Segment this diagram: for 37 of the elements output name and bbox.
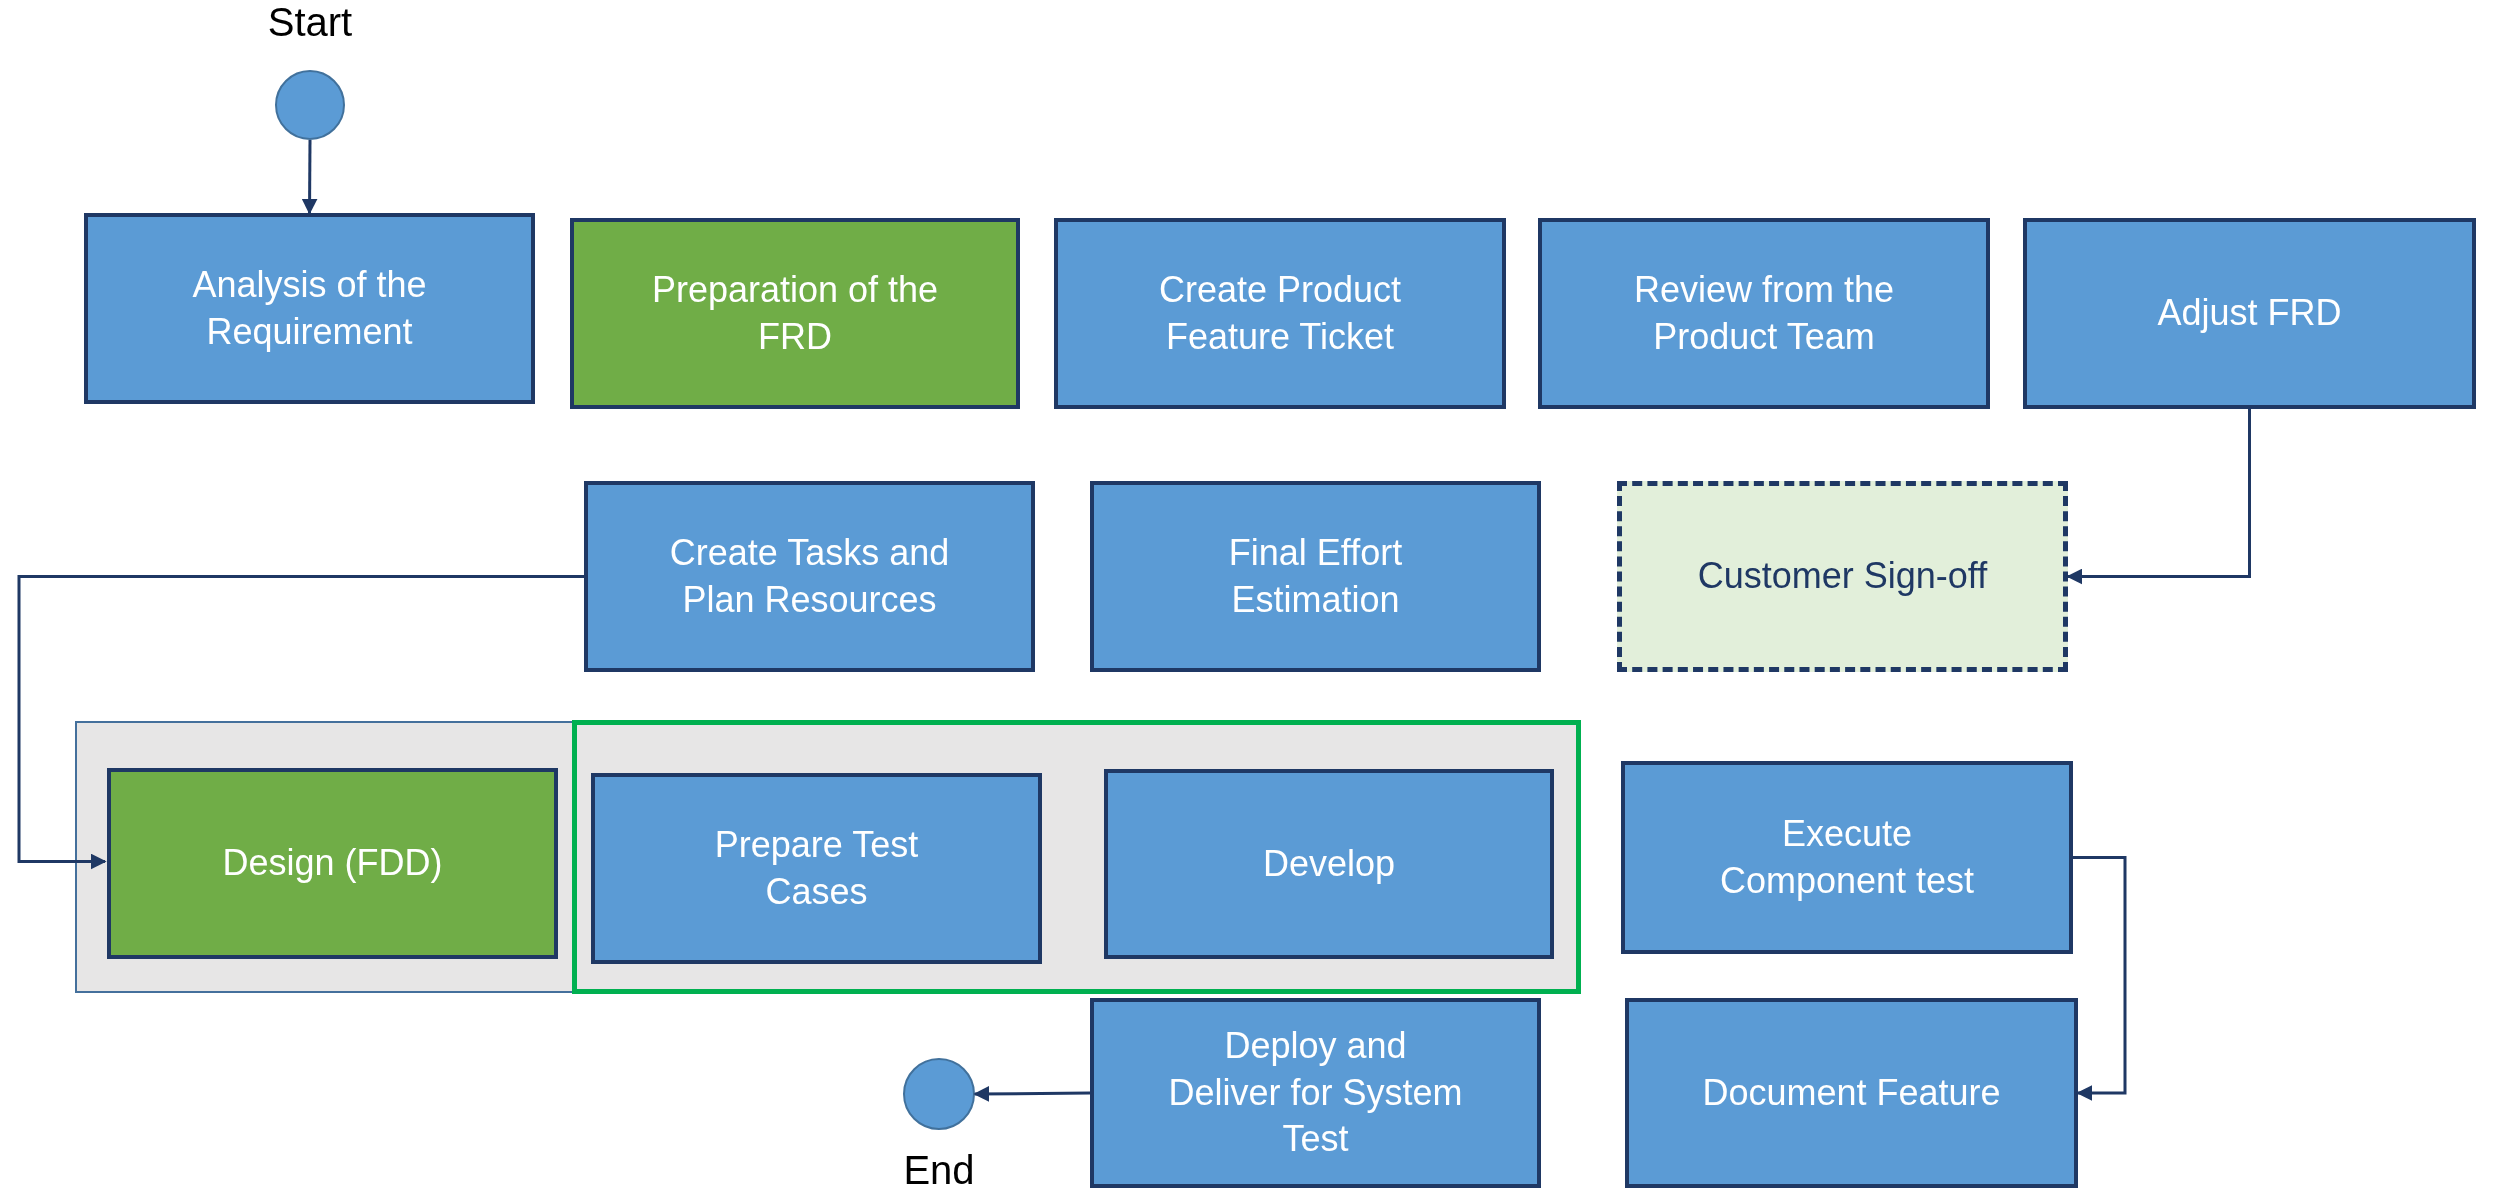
process-box (2023, 218, 2476, 409)
connector-arrow (17, 575, 584, 870)
node-caption: End (902, 1148, 976, 1193)
connector-arrow (973, 1085, 1090, 1102)
node-caption: Start (266, 0, 354, 45)
box-label: Analysis of the Requirement (191, 262, 428, 354)
box-label: Create Tasks and Plan Resources (668, 530, 951, 622)
box-label: Preparation of the FRD (650, 267, 940, 359)
connector-arrow (301, 140, 318, 215)
connector-arrow (2066, 409, 2251, 585)
box-label: Review from the Product Team (1632, 267, 1896, 359)
process-box (1538, 218, 1990, 409)
box-label: Customer Sign-off (1697, 554, 1988, 599)
box-label: Final Effort Estimation (1227, 530, 1404, 622)
group-panel (75, 721, 1579, 993)
process-box (584, 481, 1035, 672)
box-label: Create Product Feature Ticket (1157, 267, 1403, 359)
box-label: Execute Component test (1718, 811, 1976, 903)
process-box (84, 213, 535, 404)
sign-off-box (1617, 481, 2068, 672)
box-label: Adjust FRD (2157, 291, 2342, 336)
process-box (1054, 218, 1506, 409)
process-box (1625, 998, 2078, 1188)
box-label: Deploy and Deliver for System Test (1167, 1023, 1464, 1162)
process-box (107, 768, 558, 959)
process-box (1104, 769, 1554, 959)
group-frame (572, 720, 1581, 994)
process-box (1621, 761, 2073, 954)
process-box (1090, 481, 1541, 672)
box-label: Prepare Test Cases (713, 822, 920, 914)
connector-arrow (2073, 856, 2127, 1101)
box-label: Develop (1262, 841, 1396, 886)
process-box (1090, 998, 1541, 1188)
process-box (570, 218, 1020, 409)
box-label: Document Feature (1702, 1070, 2001, 1115)
box-label: Design (FDD) (222, 841, 443, 886)
process-box (591, 773, 1042, 964)
